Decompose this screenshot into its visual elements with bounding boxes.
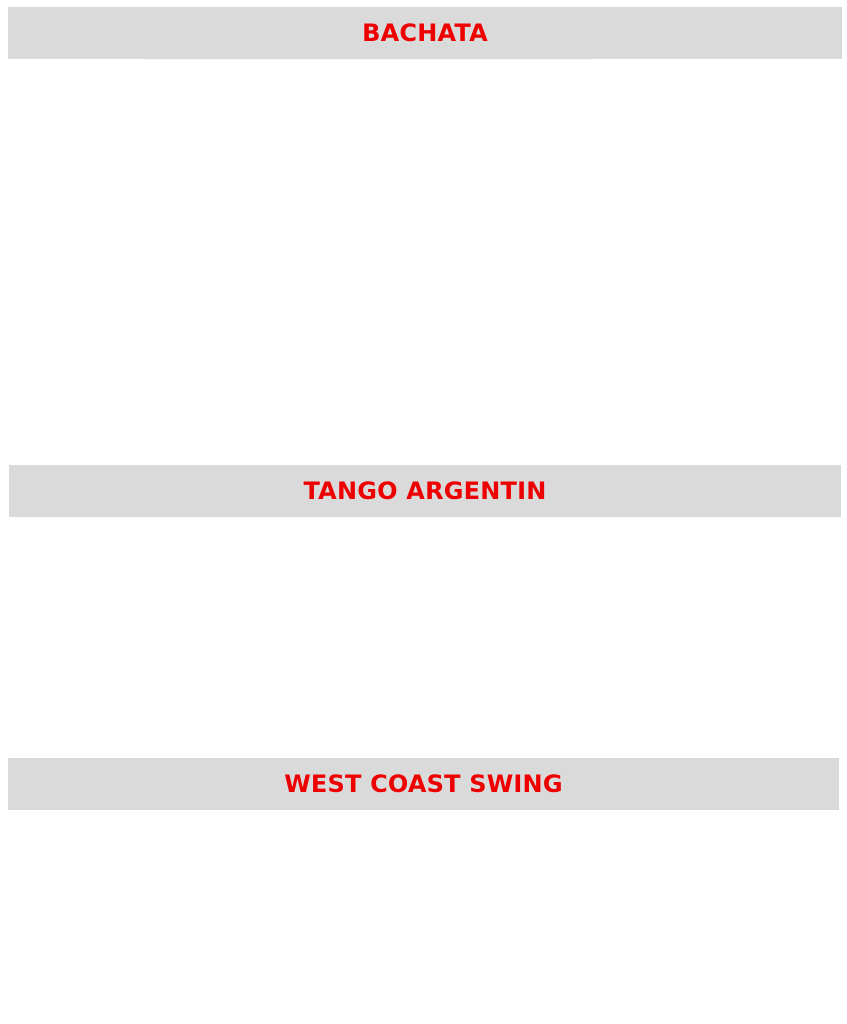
section-bachata: BACHATA xyxy=(8,7,842,459)
section-title-west-coast-swing: WEST COAST SWING xyxy=(8,758,839,810)
schedule-table-west-coast-swing xyxy=(8,810,839,1024)
section-title-bachata: BACHATA xyxy=(8,7,842,59)
table-divider xyxy=(148,59,428,60)
section-title-tango-argentin: TANGO ARGENTIN xyxy=(9,465,841,517)
section-tango-argentin: TANGO ARGENTIN xyxy=(9,465,841,755)
table-divider xyxy=(428,59,588,60)
section-west-coast-swing: WEST COAST SWING xyxy=(8,758,839,1024)
schedule-table-bachata xyxy=(8,59,842,459)
schedule-table-tango-argentin xyxy=(9,517,841,755)
